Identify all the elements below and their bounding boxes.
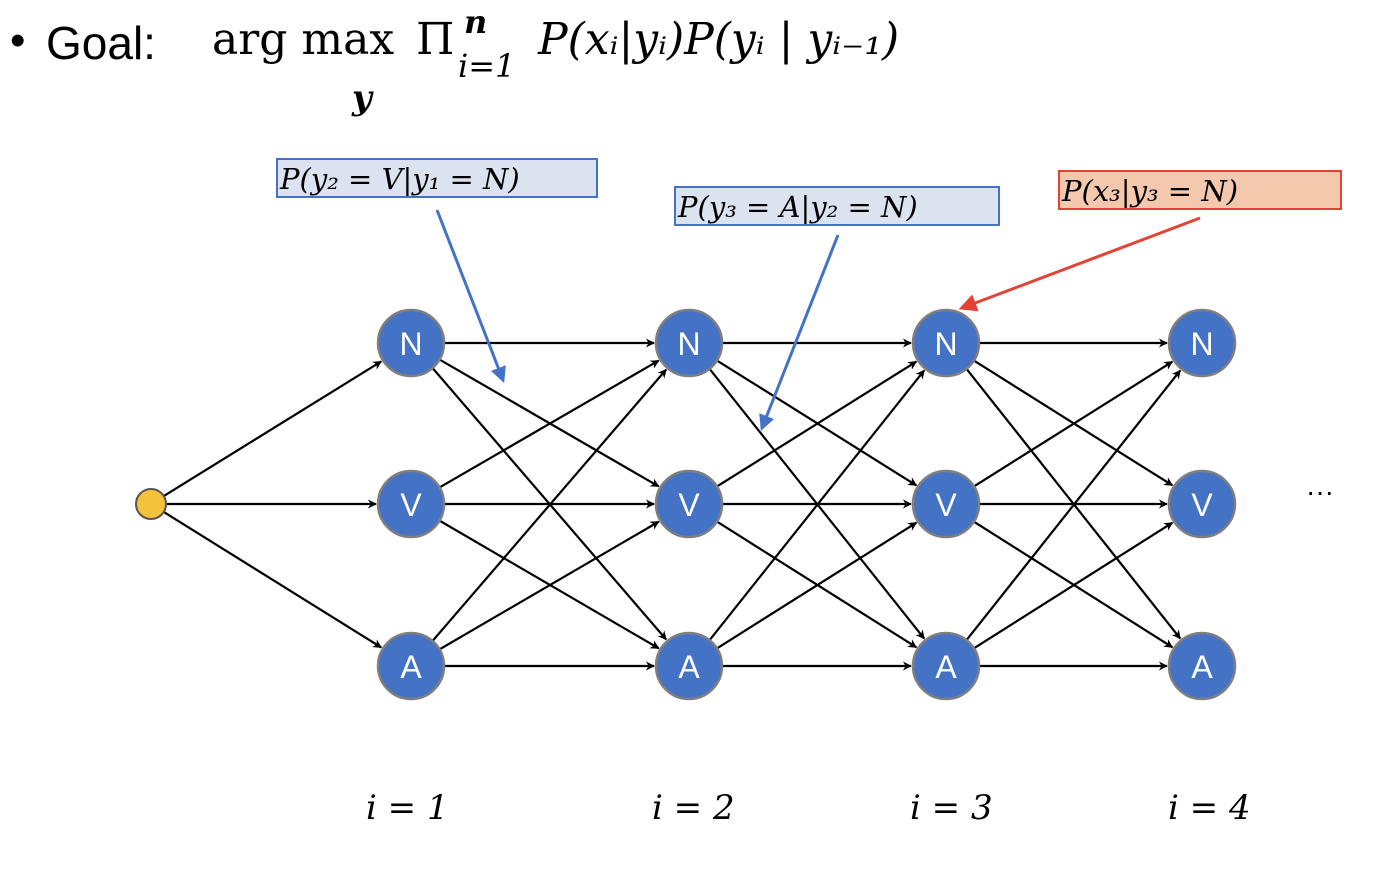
state-node-label: V: [678, 487, 700, 523]
state-node-circle: [376, 469, 446, 539]
state-node-v-2: V: [654, 469, 724, 539]
state-node-circle: [911, 469, 981, 539]
state-node-label: V: [935, 487, 957, 523]
transition-callout-2: P(y₃ = A|y₂ = N): [674, 186, 1000, 226]
state-node-circle: [911, 308, 981, 378]
state-node-circle: [1167, 631, 1237, 701]
state-node-a-1: A: [376, 631, 446, 701]
start-node: [135, 488, 167, 520]
state-node-label: N: [934, 326, 957, 362]
position-label-2: i = 2: [652, 788, 735, 828]
state-node-n-1: N: [376, 308, 446, 378]
state-node-v-1: V: [376, 469, 446, 539]
transition-callout-1: P(y₂ = V|y₁ = N): [276, 158, 598, 198]
state-node-label: N: [399, 326, 422, 362]
product-lower-limit: i=1: [458, 47, 516, 85]
argmax-variable: y: [352, 78, 372, 118]
argmax-operator: arg max: [212, 14, 395, 65]
edge-a2-to-v3: [716, 521, 918, 650]
edge-a3-to-v4: [973, 521, 1174, 650]
edge-a1-to-v2: [438, 520, 660, 651]
state-node-label: V: [1191, 487, 1213, 523]
transition-callout-1-pointer: [435, 209, 506, 383]
continuation-ellipsis: ···: [1306, 476, 1334, 507]
state-node-label: V: [400, 487, 422, 523]
state-node-a-2: A: [654, 631, 724, 701]
state-node-circle: [654, 469, 724, 539]
state-node-circle: [654, 308, 724, 378]
state-node-n-4: N: [1167, 308, 1237, 378]
edge-v1-to-n2: [439, 359, 660, 489]
state-node-circle: [1167, 469, 1237, 539]
emission-callout: P(x₃|y₃ = N): [1058, 170, 1342, 210]
state-node-label: A: [1191, 649, 1213, 685]
product-upper-limit: n: [464, 3, 488, 41]
position-label-1: i = 1: [366, 788, 449, 828]
position-label-3: i = 3: [910, 788, 993, 828]
state-node-circle: [1167, 308, 1237, 378]
product-symbol: Π: [416, 14, 455, 65]
state-node-label: A: [678, 649, 700, 685]
edge-a1-to-n2: [431, 368, 668, 642]
edge-a2-to-n3: [708, 369, 926, 641]
edge-v3-to-n4: [973, 360, 1174, 488]
state-node-v-4: V: [1167, 469, 1237, 539]
callout-arrows: [435, 209, 1201, 431]
state-nodes: N V A N V A N V A N V A: [135, 308, 1237, 701]
edge-v2-to-n3: [716, 360, 918, 488]
edge-a3-to-n4: [965, 369, 1182, 641]
state-node-circle: [911, 631, 981, 701]
state-node-label: A: [935, 649, 957, 685]
state-node-circle: [376, 308, 446, 378]
transition-edges: [163, 338, 1182, 671]
goal-expression: P(xᵢ|yᵢ)P(yᵢ | yᵢ₋₁): [538, 14, 900, 65]
state-node-v-3: V: [911, 469, 981, 539]
state-node-a-4: A: [1167, 631, 1237, 701]
state-node-n-2: N: [654, 308, 724, 378]
state-node-circle: [654, 631, 724, 701]
transition-callout-2-pointer: [759, 234, 840, 431]
state-node-circle: [376, 631, 446, 701]
state-node-label: N: [677, 326, 700, 362]
state-node-a-3: A: [911, 631, 981, 701]
state-node-n-3: N: [911, 308, 981, 378]
state-node-label: A: [400, 649, 422, 685]
start-to-n-1-edge: [163, 360, 383, 498]
bullet-point: •: [10, 16, 26, 65]
position-label-4: i = 4: [1168, 788, 1251, 828]
emission-callout-pointer: [958, 216, 1201, 312]
state-node-label: N: [1190, 326, 1213, 362]
start-to-a-1-edge: [163, 510, 383, 649]
goal-label: Goal:: [46, 17, 156, 69]
